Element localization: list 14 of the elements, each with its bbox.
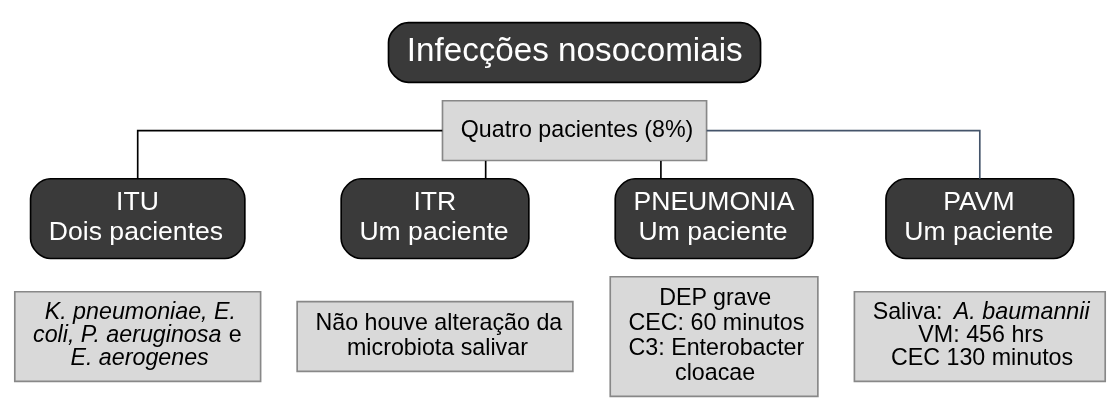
connector bbox=[660, 159, 662, 179]
node-box: PNEUMONIA Um paciente bbox=[614, 177, 814, 259]
connector bbox=[484, 159, 487, 179]
node-box: Saliva: A. baumannii VM: 456 hrs CEC 130 minutos bbox=[853, 290, 1107, 382]
node-box: DEP grave CEC: 60 minutos C3: Enterobacter cloacae bbox=[609, 275, 819, 397]
node-box: ITU Dois pacientes bbox=[29, 177, 246, 259]
node-box: K. pneumoniae, E. coli, P. aeruginosa e E. aerogenes bbox=[13, 290, 262, 382]
node-box: Não houve alteração da microbiota salivar bbox=[296, 300, 574, 372]
node-box: Quatro pacientes (8%) bbox=[441, 99, 708, 161]
node-box: Infecções nosocomiais bbox=[387, 21, 762, 83]
connector bbox=[136, 129, 444, 180]
node-box: PAVM Um paciente bbox=[885, 177, 1075, 259]
node-box: ITR Um paciente bbox=[340, 177, 530, 259]
connector bbox=[705, 129, 981, 180]
